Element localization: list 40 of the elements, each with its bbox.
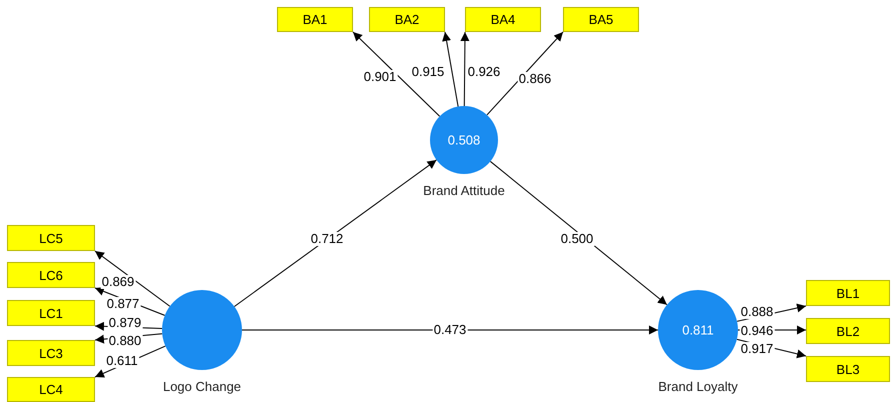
indicator-box: LC6 — [7, 262, 95, 288]
indicator-box: BA1 — [277, 7, 353, 32]
indicator-box: BL1 — [806, 280, 890, 306]
edge-label: 0.880 — [108, 334, 142, 348]
indicator-box: LC5 — [7, 225, 95, 251]
indicator-box: LC3 — [7, 340, 95, 366]
edge-label: 0.611 — [105, 354, 139, 368]
construct-name: Logo Change — [162, 379, 242, 394]
indicator-box: BA2 — [369, 7, 445, 32]
arrow — [234, 159, 437, 308]
edge-label: 0.888 — [740, 305, 774, 319]
indicator-box: BL2 — [806, 318, 890, 344]
edge-label: 0.901 — [362, 70, 398, 84]
edge-label: 0.712 — [310, 232, 344, 246]
construct-name: Brand Attitude — [423, 183, 505, 198]
indicator-box: LC4 — [7, 377, 95, 402]
edge-label: 0.915 — [410, 65, 446, 79]
arrow — [486, 32, 564, 116]
r-squared-value: 0.508 — [448, 132, 480, 148]
edge-label: 0.917 — [740, 342, 774, 356]
indicator-box: BA5 — [563, 7, 639, 32]
edge-label: 0.866 — [518, 72, 552, 86]
arrow — [242, 326, 658, 334]
construct-name: Brand Loyalty — [658, 379, 738, 394]
arrow — [442, 32, 459, 108]
r-squared-value: 0.811 — [682, 322, 714, 338]
edge-label: 0.879 — [108, 316, 142, 330]
edge-label: 0.946 — [740, 324, 774, 338]
indicator-box: BA4 — [465, 7, 541, 32]
indicator-box: BL3 — [806, 356, 890, 382]
edge-label: 0.473 — [432, 323, 468, 337]
arrow — [94, 250, 170, 307]
edge-label: 0.877 — [106, 297, 140, 311]
indicator-box: LC1 — [7, 300, 95, 326]
edge-label: 0.500 — [560, 232, 594, 246]
edge-label: 0.869 — [100, 275, 136, 289]
edge-label: 0.926 — [466, 65, 502, 79]
arrow — [352, 32, 440, 117]
arrow — [460, 32, 470, 106]
arrow — [490, 160, 668, 306]
